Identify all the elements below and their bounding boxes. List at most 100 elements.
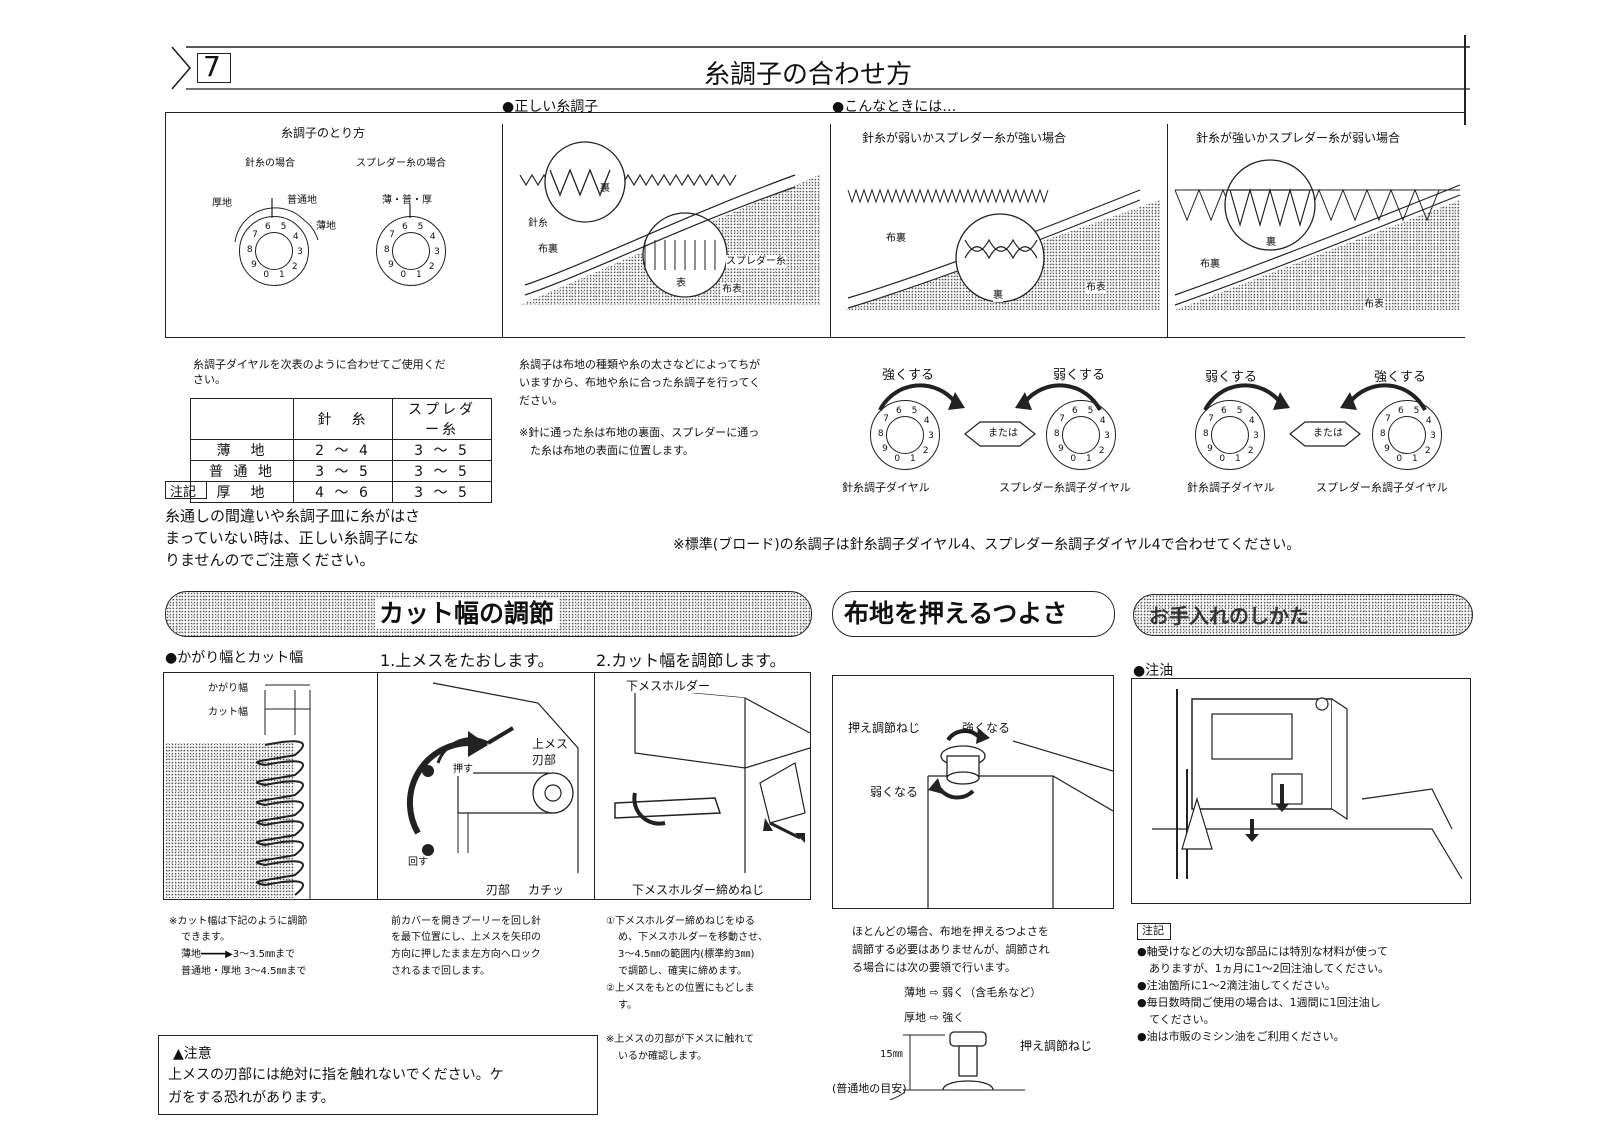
cut-note-c5: ②上メスをもとの位置にもどしま [606,983,755,994]
dial-number: 6 [402,221,408,232]
table-cell: 普 通 地 [190,460,294,482]
table-cell: 厚 地 [190,481,294,503]
case1-title: 針糸が弱いかスプレダー糸が強い場合 [862,131,1067,145]
cut-note-a1: ※カット幅は下記のように調節 [169,916,308,927]
dial-number: 8 [383,245,390,256]
presser-illustration-box [832,675,1114,909]
lower-holder-label: 下メスホルダー [626,679,711,693]
dial-number: 1 [415,270,422,281]
dial-number: 4 [1099,415,1106,426]
dial-number: 1 [1411,454,1418,465]
oil-illustration-box [1131,678,1471,904]
presser-text-2: 調節する必要はありませんが、調節され [852,943,1050,956]
upper-knife-label: 上メス [532,737,569,751]
table-cell: 3 ～ 5 [392,460,492,482]
cut-note-a2: できます。 [181,932,230,943]
dial-number: 6 [896,405,902,416]
dial-number: 8 [246,245,253,256]
dial-number: 5 [280,222,287,233]
dial-number: 7 [1385,414,1391,425]
caution-box [158,1035,598,1115]
front-label: 表 [676,277,686,290]
click-label: カチッ [528,883,565,897]
dial-number: 3 [297,246,303,257]
dial-number: 8 [1202,429,1209,440]
dial-number: 4 [1425,415,1432,426]
dial-number: 5 [911,406,918,417]
table-header-cell: 針 糸 [293,398,393,440]
dial-number: 9 [388,260,394,271]
cut-note-a3: 薄地━━━━▶3～3.5㎜まで [181,949,296,960]
dial-number: 5 [1236,406,1243,417]
dial-number: 0 [1070,453,1077,464]
cut-note-b2: を最下位置にし、上メスを矢印の [391,932,541,943]
dial-number: 4 [923,415,930,426]
note-label-box [165,481,207,499]
note-line-2: まっていない時は、正しい糸調子にな [165,529,419,547]
table-row: 薄 地 2 ～ 4 3 ～ 5 [190,439,492,461]
table-cell: 3 ～ 5 [392,439,492,461]
dial-number: 9 [1384,444,1390,455]
table-cell: 3 ～ 5 [293,460,393,482]
dial-number: 7 [1059,414,1065,425]
fabric-sample [165,743,295,898]
explain-line-1: 糸調子は布地の種類や糸の太さなどによってちが [519,358,761,371]
dial-number: 8 [1379,429,1386,440]
spreader-dial-label-2: スプレダー糸調子ダイヤル [1316,481,1448,494]
oil-note-2: ●注油箇所に1～2滴注油してください。 [1137,979,1336,992]
presser-thick: 厚地 ⇨ 強く [904,1011,965,1024]
spreader-case-label: スプレダー糸の場合 [356,158,446,169]
explain-line-3: ださい。 [519,394,563,407]
presser-weaker-label: 弱くなる [870,785,919,799]
cut-note-c4: で調節し、確実に締めます。 [618,966,747,977]
step1-heading: 1.上メスをたおします。 [380,651,554,670]
table-cell: 薄 地 [190,439,294,461]
table-cell: 3 ～ 5 [392,481,492,503]
note-label: 注記 [170,485,197,500]
dial-number: 9 [1058,444,1064,455]
presser-banner [832,591,1115,637]
adjust-arrows [878,383,1427,447]
dial-number: 6 [265,221,271,232]
back-label: 裏 [600,183,610,194]
note-line-3: りませんのでご注意ください。 [165,551,375,569]
tension-table: 針 糸 スプレダー糸 薄 地 2 ～ 4 3 ～ 5 普 通 地 3 ～ 5 3… [190,398,492,503]
adjust-stronger-1: 強くする [882,368,935,383]
divider [594,672,595,900]
needle-thread-label: 針糸 [528,218,548,229]
case2-stitch-illustration [1174,159,1461,306]
presser-height: 15㎜ [880,1049,903,1060]
explain-line-5: た糸は布地の表面に位置します。 [530,444,694,457]
cut-note-c1: ①下メスホルダー締めねじをゆる [606,916,755,927]
dial-number: 6 [1221,405,1227,416]
note-line-1: 糸通しの間違いや糸調子皿に糸がはさ [165,507,421,525]
presser-text-1: ほとんどの場合、布地を押えるつよさを [852,925,1049,938]
caution-line-1: 上メスの刃部には絶対に指を触れないでください。ケ [168,1067,504,1083]
page-title: 糸調子の合わせ方 [704,60,913,90]
thin-label: 薄地 [316,221,336,232]
dial-number: 7 [1208,414,1214,425]
needle-case-label: 針糸の場合 [245,158,295,169]
fabric-front-label: 布表 [722,283,742,296]
table-header-cell [190,398,294,440]
dial-number: 7 [389,230,395,241]
turn-label: 回す [408,856,428,869]
presser-screw-label-2: 押え調節ねじ [1020,1039,1093,1053]
presser-text-3: る場合には次の要領で行います。 [852,961,1016,974]
oil-note-4: ●油は市販のミシン油をご利用ください。 [1137,1030,1345,1043]
table-row: 厚 地 4 ～ 6 3 ～ 5 [190,481,492,503]
adjust-weaker-2: 弱くする [1205,370,1258,385]
dial-number: 4 [429,231,436,242]
usage-text-2: さい。 [193,373,226,386]
oil-note-1b: ありますが、1ヵ月に1～2回注油してください。 [1149,962,1390,975]
care-banner [1133,594,1473,636]
cut-width-title: カット幅の調節 [375,599,559,629]
dial-number: 3 [434,246,440,257]
usage-text-1: 糸調子ダイヤルを次表のように合わせてご使用くだ [193,358,446,371]
dial-number: 5 [417,222,424,233]
divider [830,124,831,338]
tension-diagram-row [165,112,1465,338]
case1-fabric-back: 布裏 [886,233,906,244]
